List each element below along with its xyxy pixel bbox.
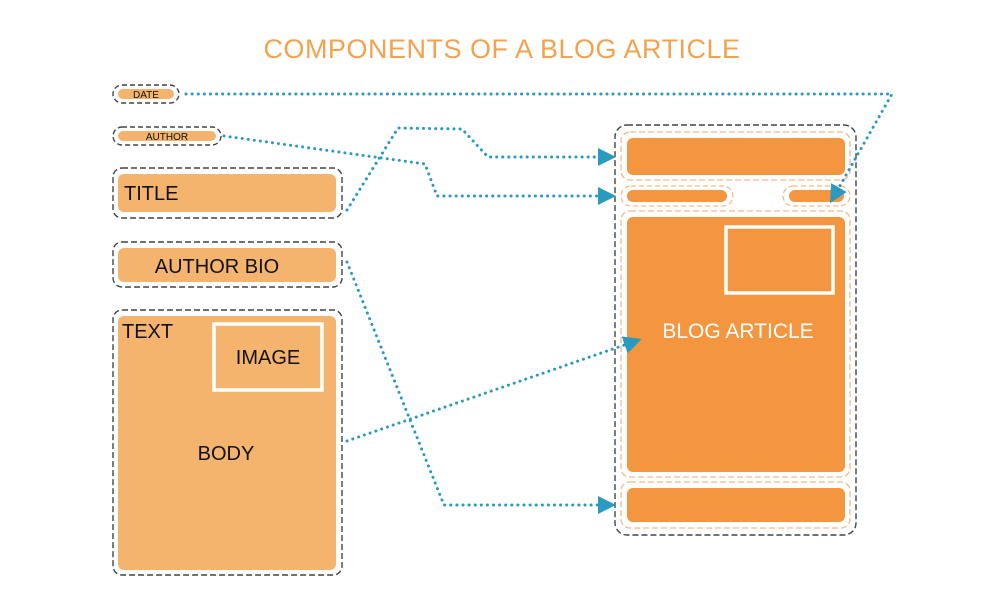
article-title-slot [627, 138, 845, 175]
author-pill [118, 131, 216, 141]
blog-article-mockup: BLOG ARTICLE [614, 124, 857, 536]
author-component: AUTHOR [112, 126, 222, 146]
title-label: TITLE [124, 183, 178, 205]
author-bio-box [118, 248, 336, 282]
text-body-box [118, 316, 336, 570]
article-author-bio-slot-outline [620, 481, 851, 529]
author-bio-outline [112, 241, 343, 288]
date-outline [112, 84, 180, 104]
body-label: BODY [198, 443, 255, 465]
author-bio-component: AUTHOR BIO [112, 241, 343, 288]
article-body-slot [627, 217, 845, 472]
date-label: DATE [133, 90, 159, 101]
image-frame [212, 322, 324, 392]
article-label: BLOG ARTICLE [662, 320, 813, 343]
arrow-author-bio [345, 260, 616, 514]
date-component: DATE [112, 84, 180, 104]
article-author-slot [627, 190, 727, 202]
arrow-title [345, 126, 616, 212]
text-body-component: TEXT IMAGE BODY [112, 309, 343, 576]
connector-arrows [184, 92, 895, 514]
arrow-date [184, 92, 895, 204]
image-label: IMAGE [236, 347, 300, 369]
author-bio-label: AUTHOR BIO [155, 256, 279, 278]
article-outer-outline [614, 124, 857, 536]
author-label: AUTHOR [146, 132, 188, 143]
article-date-slot-outline [782, 185, 851, 207]
text-label: TEXT [122, 321, 173, 343]
author-outline [112, 126, 222, 146]
arrow-author [222, 134, 616, 205]
article-title-slot-outline [620, 131, 851, 181]
arrow-body [345, 336, 642, 443]
title-component: TITLE [112, 167, 343, 219]
diagram-title: COMPONENTS OF A BLOG ARTICLE [263, 34, 740, 64]
article-image-frame [724, 225, 835, 295]
article-author-bio-slot [627, 488, 845, 522]
article-author-slot-outline [620, 185, 734, 207]
title-box [118, 174, 336, 212]
date-pill [118, 89, 174, 99]
